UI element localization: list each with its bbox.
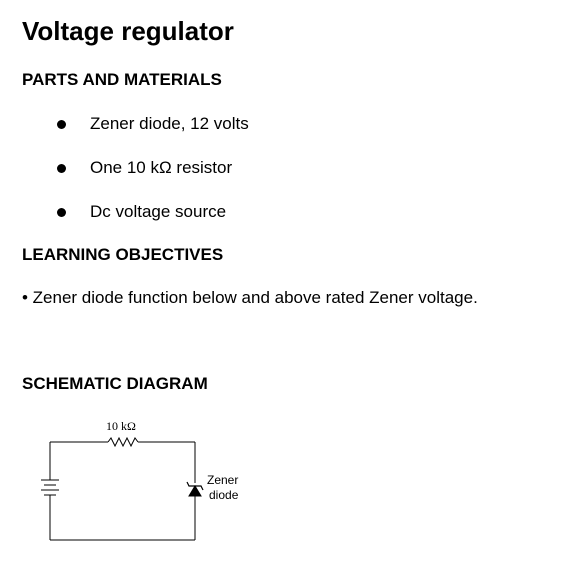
diode-label-line2: diode [209, 488, 239, 502]
bullet-icon [57, 208, 66, 217]
resistor-label: 10 kΩ [106, 419, 136, 433]
parts-item-source: Dc voltage source [90, 202, 227, 221]
schematic-diagram: 10 kΩ Zener diode [41, 419, 239, 541]
list-item: Zener diode, 12 volts [0, 113, 400, 135]
bullet-icon [57, 120, 66, 129]
bullet-icon [57, 164, 66, 173]
parts-item-resistor: One 10 kΩ resistor [90, 158, 233, 177]
list-item: Dc voltage source [0, 201, 400, 223]
list-item: One 10 kΩ resistor [0, 157, 400, 179]
objectives-heading: LEARNING OBJECTIVES [22, 245, 224, 264]
parts-heading: PARTS AND MATERIALS [22, 70, 222, 89]
battery-icon [41, 477, 59, 502]
resistor-icon [107, 436, 139, 448]
page-title: Voltage regulator [22, 16, 234, 46]
schematic-heading: SCHEMATIC DIAGRAM [22, 374, 208, 393]
circuit-wires [49, 441, 196, 541]
diode-label-line1: Zener [207, 473, 238, 487]
objective-text: • Zener diode function below and above r… [22, 288, 478, 307]
parts-item-zener: Zener diode, 12 volts [90, 114, 249, 133]
zener-diode-icon [186, 481, 204, 497]
